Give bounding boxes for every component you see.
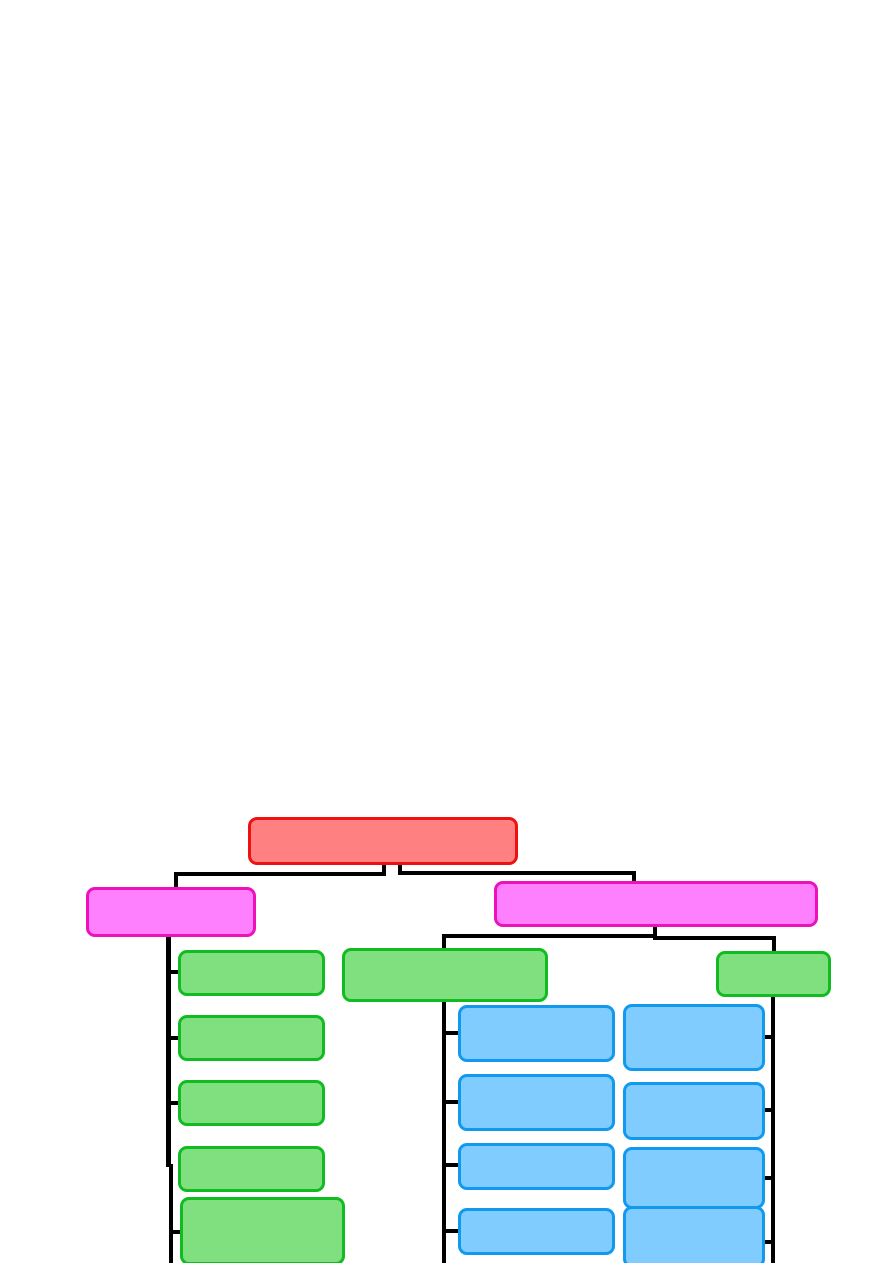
left-child-node-1	[178, 950, 325, 996]
connector-left-tick-3	[171, 1101, 180, 1105]
left-child-node-3	[178, 1080, 325, 1126]
connector-blue-left-tick-3	[444, 1163, 460, 1167]
connector-left-tick-1	[171, 970, 180, 974]
connector-root-right-drop	[632, 871, 636, 883]
connector-right-left-drop	[442, 934, 446, 950]
right-right-child-node	[716, 951, 831, 997]
connector-left-spine-lower	[169, 1164, 173, 1263]
connector-blue-right-tick-4	[763, 1240, 773, 1244]
blue-left-node-4	[458, 1208, 615, 1255]
connector-right-stem	[653, 924, 657, 938]
connector-left-tick-2	[171, 1036, 180, 1040]
connector-blue-left-tick-1	[444, 1031, 460, 1035]
connector-blue-right-tick-2	[763, 1108, 773, 1112]
connector-blue-right-tick-1	[763, 1035, 773, 1039]
connector-blue-right-tick-3	[763, 1176, 773, 1180]
connector-root-right-bar	[398, 871, 636, 875]
left-child-node-5	[180, 1197, 345, 1263]
connector-right-bar-right	[653, 936, 776, 940]
connector-root-stem	[382, 863, 386, 875]
connector-root-right-stem	[398, 863, 402, 875]
connector-blue-left-spine	[442, 998, 446, 1263]
connector-left-tick-5	[173, 1230, 182, 1234]
blue-right-node-3	[623, 1147, 765, 1209]
blue-left-node-3	[458, 1143, 615, 1190]
left-child-node-4	[178, 1146, 325, 1192]
connector-root-left-bar	[174, 872, 386, 876]
left-branch-node	[86, 887, 256, 937]
blue-right-node-4	[623, 1206, 765, 1263]
connector-left-spine-upper	[166, 930, 171, 1167]
connector-blue-right-spine	[771, 994, 775, 1263]
connector-right-right-drop	[772, 936, 776, 952]
blue-left-node-2	[458, 1074, 615, 1131]
connector-right-bar-left	[442, 934, 657, 938]
left-child-node-2	[178, 1015, 325, 1061]
root-node	[248, 817, 518, 865]
right-branch-node	[494, 881, 818, 927]
right-left-child-node	[342, 948, 548, 1002]
connector-blue-left-tick-2	[444, 1100, 460, 1104]
connector-root-left-drop	[174, 872, 178, 888]
blue-right-node-1	[623, 1004, 765, 1071]
connector-blue-left-tick-4	[444, 1229, 460, 1233]
blue-left-node-1	[458, 1005, 615, 1062]
blue-right-node-2	[623, 1082, 765, 1140]
